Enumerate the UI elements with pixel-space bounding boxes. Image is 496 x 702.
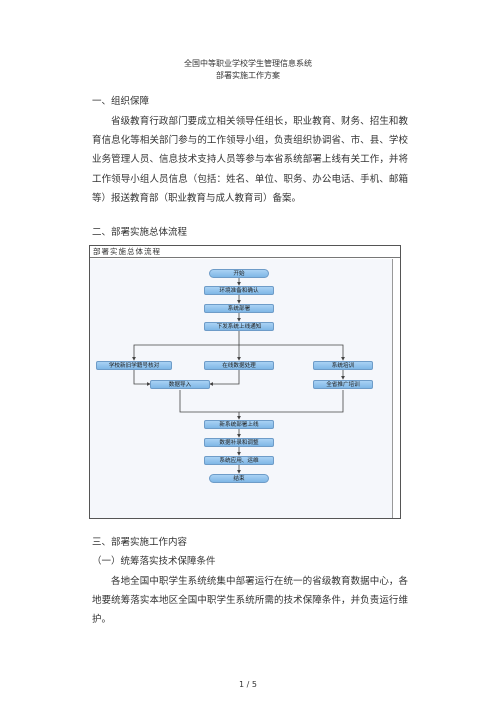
flowchart-connectors [132, 277, 345, 474]
doc-title-line2: 部署实施工作方案 [216, 71, 280, 80]
flowchart-area: 开始 环境准备和确认 系统部署 下发系统上线通知 学校新旧学籍号核对 在线数据处… [90, 259, 393, 518]
flow-node-notice: 下发系统上线通知 [204, 322, 274, 331]
flow-node-train: 系统培训 [313, 361, 373, 370]
flow-node-deploy: 系统部署 [204, 304, 274, 313]
flow-node-env: 环境准备和确认 [204, 286, 274, 295]
flow-node-start: 开始 [209, 269, 269, 278]
flow-node-newdeploy: 新系统部署上线 [204, 420, 274, 429]
subsection1-paragraph: 各地全国中职学生系统统集中部署运行在统一的省级教育数据中心，各地要统筹落实本地区… [92, 576, 408, 626]
flowchart-header: 部署实施总体流程 [90, 246, 400, 258]
flow-node-import: 数据导入 [150, 380, 210, 389]
flow-node-promote: 全省推广培训 [313, 380, 373, 389]
section1-heading: 一、组织保障 [92, 96, 150, 107]
section1-paragraph: 省级教育行政部门要成立相关领导任组长，职业教育、财务、招生和教育信息化等相关部门… [92, 116, 408, 204]
flow-node-school: 学校新旧学籍号核对 [96, 361, 172, 370]
flowchart: 部署实施总体流程 [89, 245, 401, 519]
section3-heading: 三、部署实施工作内容 [92, 537, 188, 548]
doc-title-line1: 全国中等职业学校学生管理信息系统 [184, 59, 312, 68]
flow-node-apply: 系统应用、运维 [204, 456, 274, 465]
page-number: 1 / 5 [239, 680, 257, 689]
flow-node-end: 结束 [209, 474, 269, 483]
flow-node-online: 在线数据处理 [204, 361, 274, 370]
subsection1-heading: （一）统筹落实技术保障条件 [92, 556, 216, 567]
section2-heading: 二、部署实施总体流程 [92, 227, 188, 238]
flow-node-supplement: 数据补录和调整 [204, 438, 274, 447]
